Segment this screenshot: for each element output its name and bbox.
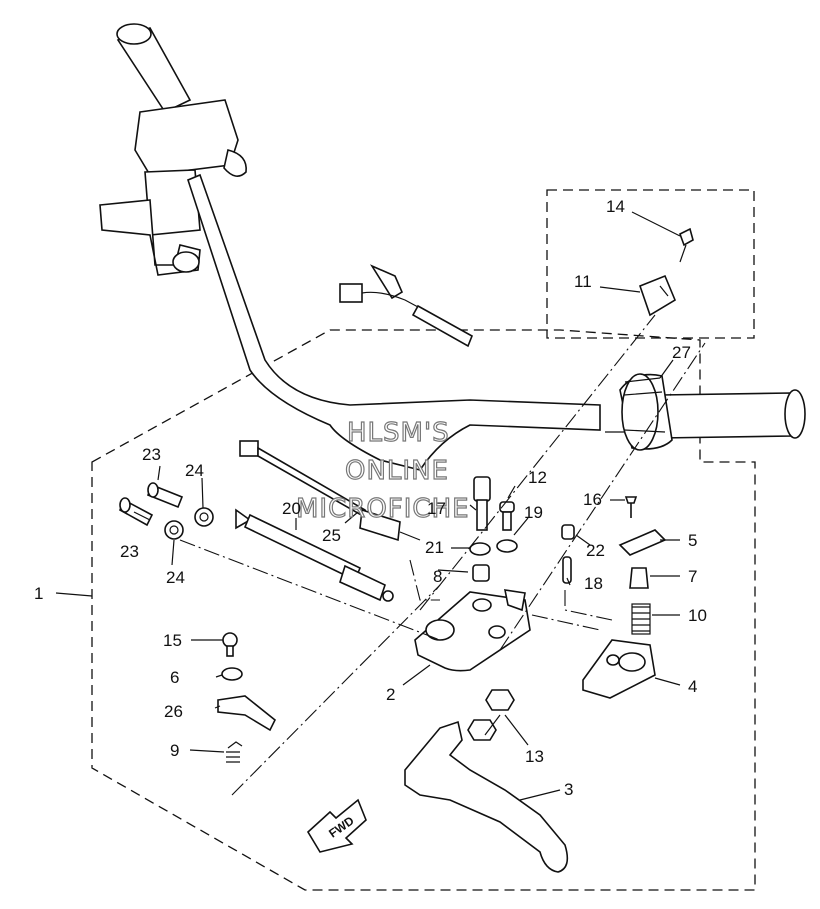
callout-11: 11 [574, 272, 592, 291]
washer-21 [469, 542, 491, 556]
callout-24-upper: 24 [185, 461, 204, 480]
callout-16: 16 [583, 490, 602, 509]
callout-23-upper: 23 [142, 445, 161, 464]
callout-4: 4 [688, 677, 697, 696]
collar-22 [561, 524, 575, 540]
adjuster-23-lower [118, 497, 154, 527]
adjuster-23-upper [146, 482, 184, 509]
callout-14: 14 [606, 197, 625, 216]
collar-8 [472, 564, 490, 582]
callout-6: 6 [170, 668, 179, 687]
callout-8: 8 [433, 567, 442, 586]
fwd-arrow: FWD [306, 798, 367, 853]
callout-10: 10 [688, 606, 707, 625]
cable-20 [235, 508, 394, 602]
switch-connector [339, 264, 474, 348]
bolt-17 [473, 476, 491, 531]
clutch-lever [404, 720, 569, 873]
callout-22: 22 [586, 541, 605, 560]
watermark-line-2: ONLINE [345, 456, 449, 486]
inset-boundary [546, 189, 755, 339]
washer-24 [164, 507, 214, 540]
watermark-line-3: MICROFICHE [296, 494, 470, 524]
callout-12: 12 [528, 468, 547, 487]
lever-holder [414, 589, 531, 672]
cable-25 [239, 440, 421, 542]
callout-24-lower: 24 [166, 568, 185, 587]
watermark: HLSM'S ONLINE MICROFICHE [295, 417, 470, 524]
callout-2: 2 [386, 685, 395, 704]
watermark-line-1: HLSM'S [347, 418, 450, 448]
hot-start-lever [582, 639, 656, 699]
callout-15: 15 [163, 631, 182, 650]
cable-holder-26 [217, 695, 277, 732]
nut-13 [467, 689, 515, 741]
callout-5: 5 [688, 531, 697, 550]
callout-9: 9 [170, 741, 179, 760]
throttle-housing [605, 373, 673, 451]
callout-20: 20 [282, 499, 301, 518]
callout-19: 19 [524, 503, 543, 522]
assembly-lines [179, 314, 706, 796]
leader-lines [55, 211, 681, 801]
pin-18 [562, 556, 572, 584]
washer-19 [496, 539, 518, 553]
spring-10 [631, 603, 651, 635]
callout-18: 18 [584, 574, 603, 593]
callout-23-lower: 23 [120, 542, 139, 561]
screw-14 [679, 227, 694, 263]
callout-26: 26 [164, 702, 183, 721]
washer-6 [221, 667, 243, 681]
callout-21: 21 [425, 538, 444, 557]
callout-17: 17 [427, 499, 446, 518]
callout-27: 27 [672, 343, 691, 362]
throttle-cover [638, 274, 677, 317]
callout-13: 13 [525, 747, 544, 766]
plunger-7 [629, 567, 649, 589]
handlebar [99, 23, 806, 471]
callouts: 1 2 3 4 5 6 7 8 9 10 11 12 13 14 15 16 1… [34, 197, 707, 799]
plate-5 [618, 529, 667, 556]
spring-9 [226, 741, 243, 763]
callout-1: 1 [34, 584, 43, 603]
screw-16 [624, 496, 638, 518]
callout-25: 25 [322, 526, 341, 545]
screw-15 [222, 632, 238, 657]
callout-7: 7 [688, 567, 697, 586]
callout-3: 3 [564, 780, 573, 799]
